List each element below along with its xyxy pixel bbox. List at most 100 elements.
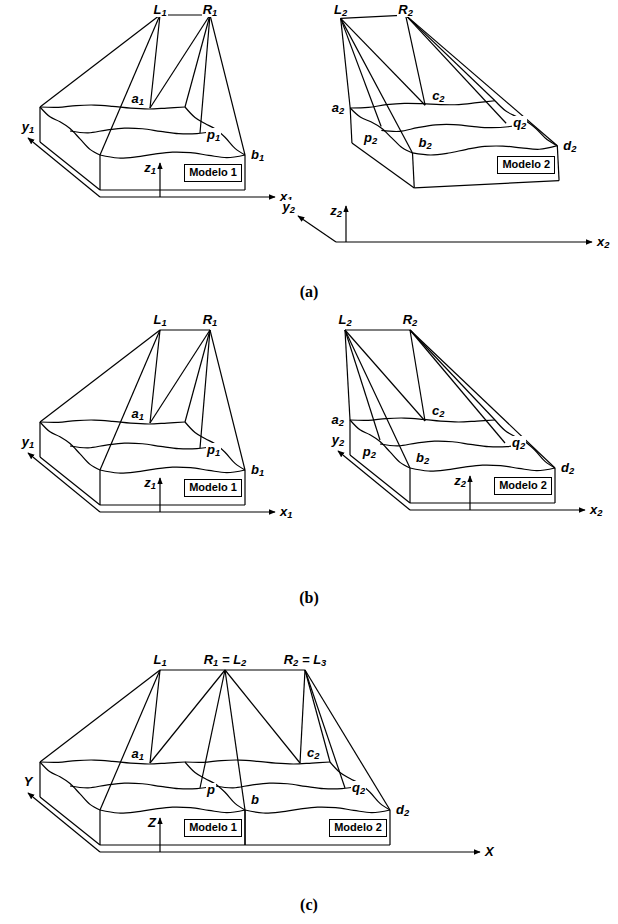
axis-label: y2 (331, 433, 345, 447)
subscript: 2 (293, 658, 298, 668)
subscript: 2 (337, 209, 342, 219)
point-label: p2 (363, 131, 378, 145)
block-edge (412, 153, 414, 188)
axis-arrow (159, 478, 160, 512)
subscript: 2 (339, 438, 344, 448)
subscript: 1 (139, 752, 144, 762)
ray-line (225, 670, 300, 763)
model-label: Modelo 1 (184, 164, 242, 182)
model-label: Modelo 1 (184, 819, 242, 837)
model-label: Modelo 2 (497, 156, 555, 174)
block-edge (350, 455, 410, 503)
axis-label: z2 (453, 474, 467, 488)
ray-line (225, 669, 305, 670)
label-text: d (396, 802, 404, 817)
axis-arrow (28, 453, 100, 512)
label-text: c (432, 88, 439, 103)
ray-line (305, 670, 345, 788)
terrain-edge (40, 760, 185, 764)
camera-station-label: L2 (337, 313, 352, 327)
label-text: X (485, 844, 494, 859)
subscript: 2 (439, 409, 444, 419)
label-text: Modelo 1 (189, 481, 237, 493)
subscript: 2 (346, 318, 351, 328)
label-text: L (153, 652, 161, 667)
ray-line (341, 18, 425, 105)
ray-line (406, 15, 495, 101)
label-text: z (454, 473, 461, 488)
subscript: 2 (520, 441, 525, 451)
label-text: z (330, 203, 337, 218)
ray-line (410, 330, 495, 420)
label-text: Y (24, 774, 33, 789)
label-text: L (338, 312, 346, 327)
point-label: a1 (131, 747, 145, 761)
block-edge (39, 107, 40, 142)
label-text: R (203, 312, 212, 327)
label-text: q (513, 115, 521, 130)
block-edge (554, 468, 555, 503)
ray-line (341, 15, 406, 18)
point-label: b2 (417, 136, 432, 150)
axis-arrow (28, 138, 100, 197)
block-edge (39, 422, 40, 457)
label-text: = L (298, 652, 321, 667)
axis-label: X (484, 845, 495, 859)
terrain-edge (410, 465, 555, 471)
axis-label: y2 (282, 200, 296, 214)
label-text: p (207, 782, 215, 797)
camera-station-label: L2 (333, 3, 348, 17)
camera-station-label: L1 (152, 313, 167, 327)
ray-line (406, 15, 558, 146)
point-label: q2 (351, 781, 366, 795)
subscript: 2 (439, 94, 444, 104)
label-text: Modelo 1 (189, 821, 237, 833)
subscript: 2 (604, 240, 609, 250)
ray-line (305, 670, 390, 810)
ray-line (210, 330, 245, 470)
ray-line (200, 670, 225, 788)
label-text: R (284, 652, 293, 667)
label-text: c (432, 403, 439, 418)
block-edge (99, 155, 100, 190)
block-edge (557, 146, 559, 181)
subscript: 2 (412, 318, 417, 328)
subscript: 1 (215, 133, 220, 143)
point-label: a2 (331, 101, 345, 115)
ray-line (150, 670, 225, 763)
subscript: 1 (29, 125, 34, 135)
terrain-line (381, 123, 526, 131)
terrain-line (215, 783, 360, 789)
subscript: 1 (161, 318, 166, 328)
block-edge (389, 810, 390, 845)
ray-line (345, 330, 380, 440)
camera-station-label: R1 (202, 3, 219, 17)
ray-line (341, 18, 413, 153)
subscript: 2 (360, 786, 365, 796)
subscript: 1 (259, 153, 264, 163)
drawing-group (28, 15, 592, 852)
point-label: d2 (560, 461, 575, 475)
ray-line (410, 330, 555, 468)
label-text: p (364, 130, 372, 145)
model-label: Modelo 1 (184, 479, 242, 497)
ray-line (305, 670, 330, 762)
label-text: R (203, 2, 212, 17)
terrain-line (380, 441, 525, 447)
panel-caption: (c) (299, 897, 319, 914)
point-label: b1 (250, 463, 265, 477)
label-text: y (283, 199, 290, 214)
terrain-edge (495, 101, 557, 146)
label-text: (a) (300, 283, 319, 300)
label-text: b (416, 450, 424, 465)
camera-station-label: R1 (202, 313, 219, 327)
subscript: 2 (571, 144, 576, 154)
terrain-edge (100, 807, 245, 813)
axis-arrow (338, 451, 410, 510)
ray-line (150, 330, 210, 423)
subscript: 2 (404, 808, 409, 818)
label-text: a (132, 746, 139, 761)
ray-line (300, 670, 305, 763)
label-text: y (332, 432, 339, 447)
label-text: b (251, 147, 259, 162)
